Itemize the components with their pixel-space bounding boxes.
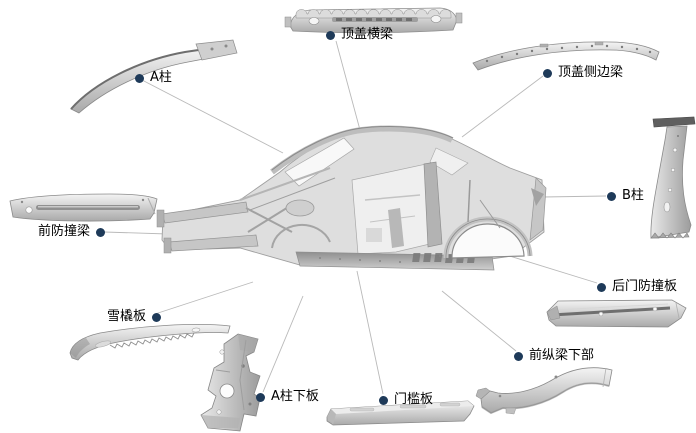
b-pillar-on-body [423,161,443,248]
bullet-icon [96,227,106,237]
a-pillar-lower-part [200,333,261,432]
label-b-pillar: B柱 [607,188,644,204]
spot-welds [319,255,441,263]
label-a-pillar: A柱 [135,70,172,86]
rear-door-beam-part [546,299,687,328]
label-text: A柱下板 [271,389,319,404]
label-text: A柱 [150,70,172,85]
sill-plate-part [326,400,475,426]
bullet-icon [514,351,523,361]
bullet-icon [379,395,388,405]
rear-wheel-arch [451,223,525,259]
label-front-bumper-beam: 前防撞梁 [38,224,106,240]
label-sled-plate: 雪橇板 [107,309,162,325]
bullet-icon [256,392,265,402]
b-pillar-part [650,116,696,239]
label-roof-cross-beam: 顶盖横梁 [326,27,393,43]
leader-lines [103,40,607,395]
label-sill-plate: 门槛板 [379,392,433,408]
label-text: 顶盖横梁 [341,27,394,42]
front-rail-lower-part [475,367,613,415]
label-text: 后门防撞板 [612,279,678,294]
bullet-icon [135,73,144,83]
label-text: 门槛板 [394,392,434,407]
bullet-icon [326,30,335,40]
roof-cross-beam-part [284,7,463,34]
label-a-pillar-lower: A柱下板 [256,389,319,405]
label-text: 前纵梁下部 [529,348,595,363]
bullet-icon [607,191,616,201]
label-roof-side-rail: 顶盖侧边梁 [543,65,623,81]
sled-plate-part [69,324,231,361]
label-text: 雪橇板 [107,309,147,324]
car-body-shell [156,125,547,271]
a-pillar-part [70,39,238,114]
bullet-icon [543,68,552,78]
label-text: 顶盖侧边梁 [558,65,624,80]
label-text: 前防撞梁 [38,224,91,239]
door-opening [351,163,435,255]
label-front-rail-lower: 前纵梁下部 [514,348,594,364]
roof-side-rail-part [472,41,660,71]
bullet-icon [152,312,162,322]
label-rear-door-beam: 后门防撞板 [597,279,677,295]
bullet-icon [597,282,606,292]
front-bumper-beam-part [9,193,158,222]
front-subframe [156,201,293,254]
label-text: B柱 [622,188,644,203]
